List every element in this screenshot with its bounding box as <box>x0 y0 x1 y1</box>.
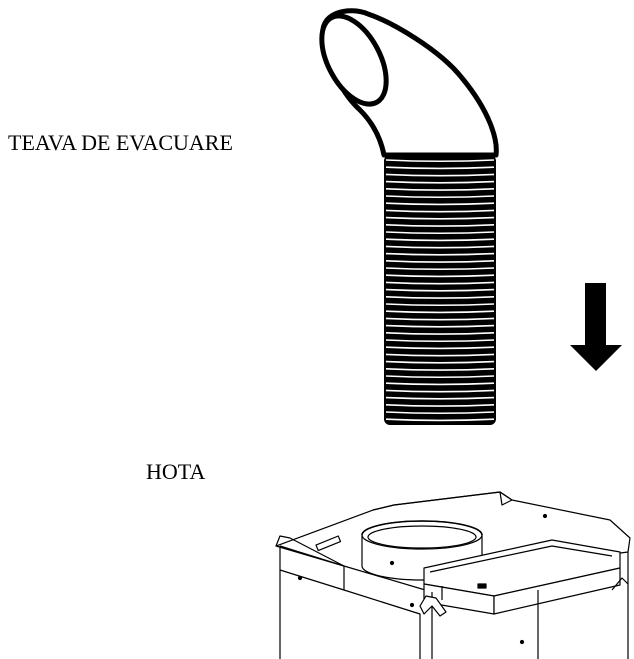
pipe-rib <box>385 288 495 292</box>
pipe-rib <box>385 238 495 242</box>
pipe-rib <box>385 310 495 314</box>
pipe-rib <box>385 281 495 285</box>
pipe-rib <box>385 303 495 307</box>
pipe-rib <box>385 245 495 249</box>
pipe-rib <box>385 159 495 163</box>
hood-bracket <box>419 595 447 617</box>
pipe-rib <box>385 368 495 371</box>
hood-left-wall <box>279 545 421 659</box>
pipe-rib <box>385 339 495 343</box>
pipe-rib <box>385 396 495 400</box>
pipe-opening <box>319 13 389 107</box>
pipe-rib <box>385 173 495 177</box>
pipe-rib <box>385 418 495 422</box>
pipe-rib <box>385 188 495 191</box>
pipe-rib <box>385 216 495 220</box>
hood-front-wall <box>431 552 629 659</box>
pipe-rib <box>385 231 495 235</box>
pipe-rib <box>385 346 495 350</box>
exhaust-pipe-label: TEAVA DE EVACUARE <box>8 130 233 155</box>
pipe-rib <box>385 324 495 328</box>
pipe-rib <box>385 180 495 184</box>
pipe-rib <box>385 375 495 379</box>
pipe-rib <box>385 317 495 321</box>
pipe-rib <box>385 404 495 407</box>
pipe-rib <box>385 260 495 263</box>
pipe-rib <box>385 382 495 386</box>
pipe-rib <box>385 195 495 199</box>
hood-slot <box>315 535 342 552</box>
pipe-rib <box>385 274 495 278</box>
pipe-rib <box>385 267 495 271</box>
pipe-rib <box>385 389 495 393</box>
pipe-rib <box>385 166 495 170</box>
pipe-corrugated-section <box>384 155 496 425</box>
hood-motor-box <box>423 539 621 615</box>
pipe-rib <box>385 411 495 415</box>
exhaust-pipe <box>319 8 499 425</box>
arrow-down-icon <box>570 283 622 371</box>
pipe-rib <box>385 353 495 357</box>
pipe-rib <box>385 252 495 256</box>
pipe-rib <box>385 209 495 213</box>
pipe-rib <box>385 296 495 299</box>
hood-drawing <box>275 491 631 659</box>
pipe-rib <box>385 202 495 206</box>
hood-label: HOTA <box>146 459 206 484</box>
pipe-rib <box>385 224 495 227</box>
pipe-body <box>384 155 496 425</box>
pipe-rib <box>385 360 495 364</box>
pipe-rib <box>385 332 495 335</box>
